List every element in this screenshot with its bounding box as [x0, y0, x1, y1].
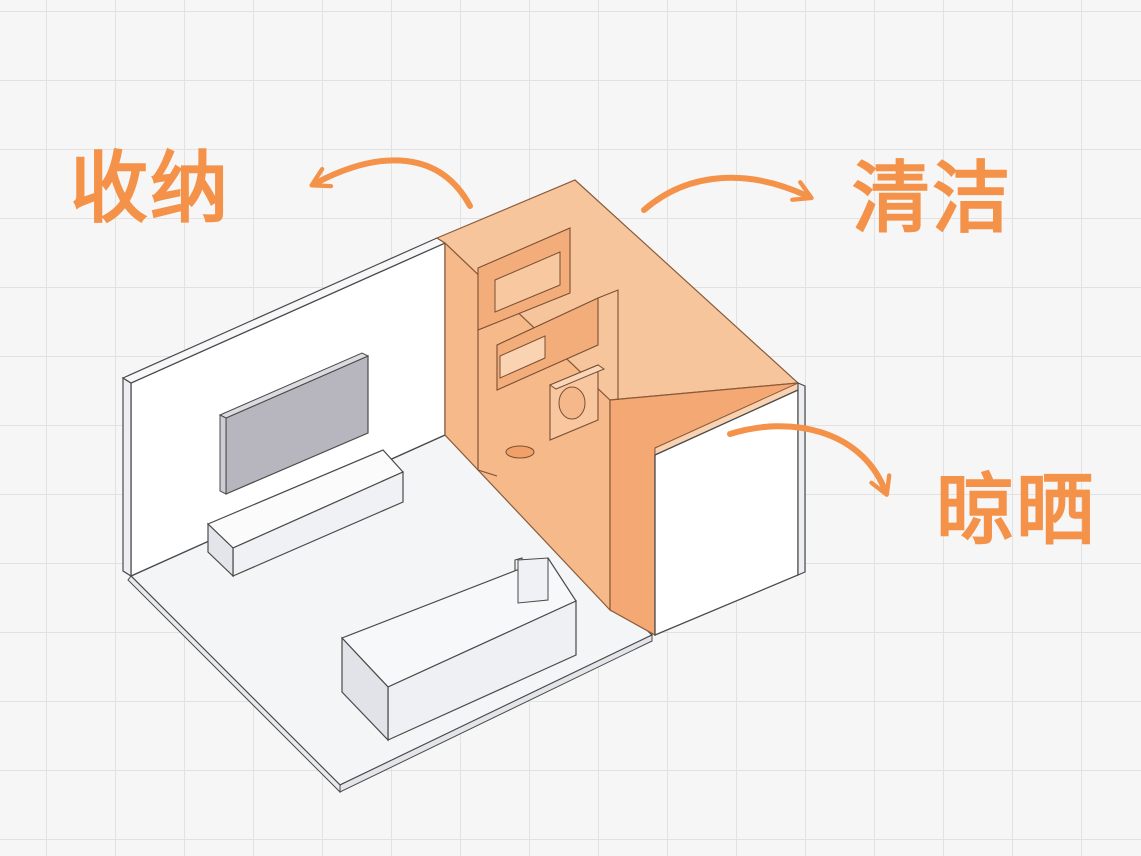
arrow-to-storage — [309, 157, 473, 209]
tv-cabinet — [206, 449, 405, 578]
washing-machine — [548, 364, 606, 441]
storage-shelves — [477, 227, 619, 477]
sofa — [340, 557, 577, 742]
arrow-to-drying — [727, 423, 892, 497]
tv-panel — [218, 352, 370, 495]
arrow-to-cleaning — [641, 174, 814, 213]
balcony-wall — [654, 382, 806, 636]
floor-drain — [505, 445, 535, 459]
label-cleaning: 清洁 — [852, 154, 1013, 244]
label-storage: 收纳 — [70, 144, 231, 234]
label-drying: 晾晒 — [936, 466, 1097, 556]
